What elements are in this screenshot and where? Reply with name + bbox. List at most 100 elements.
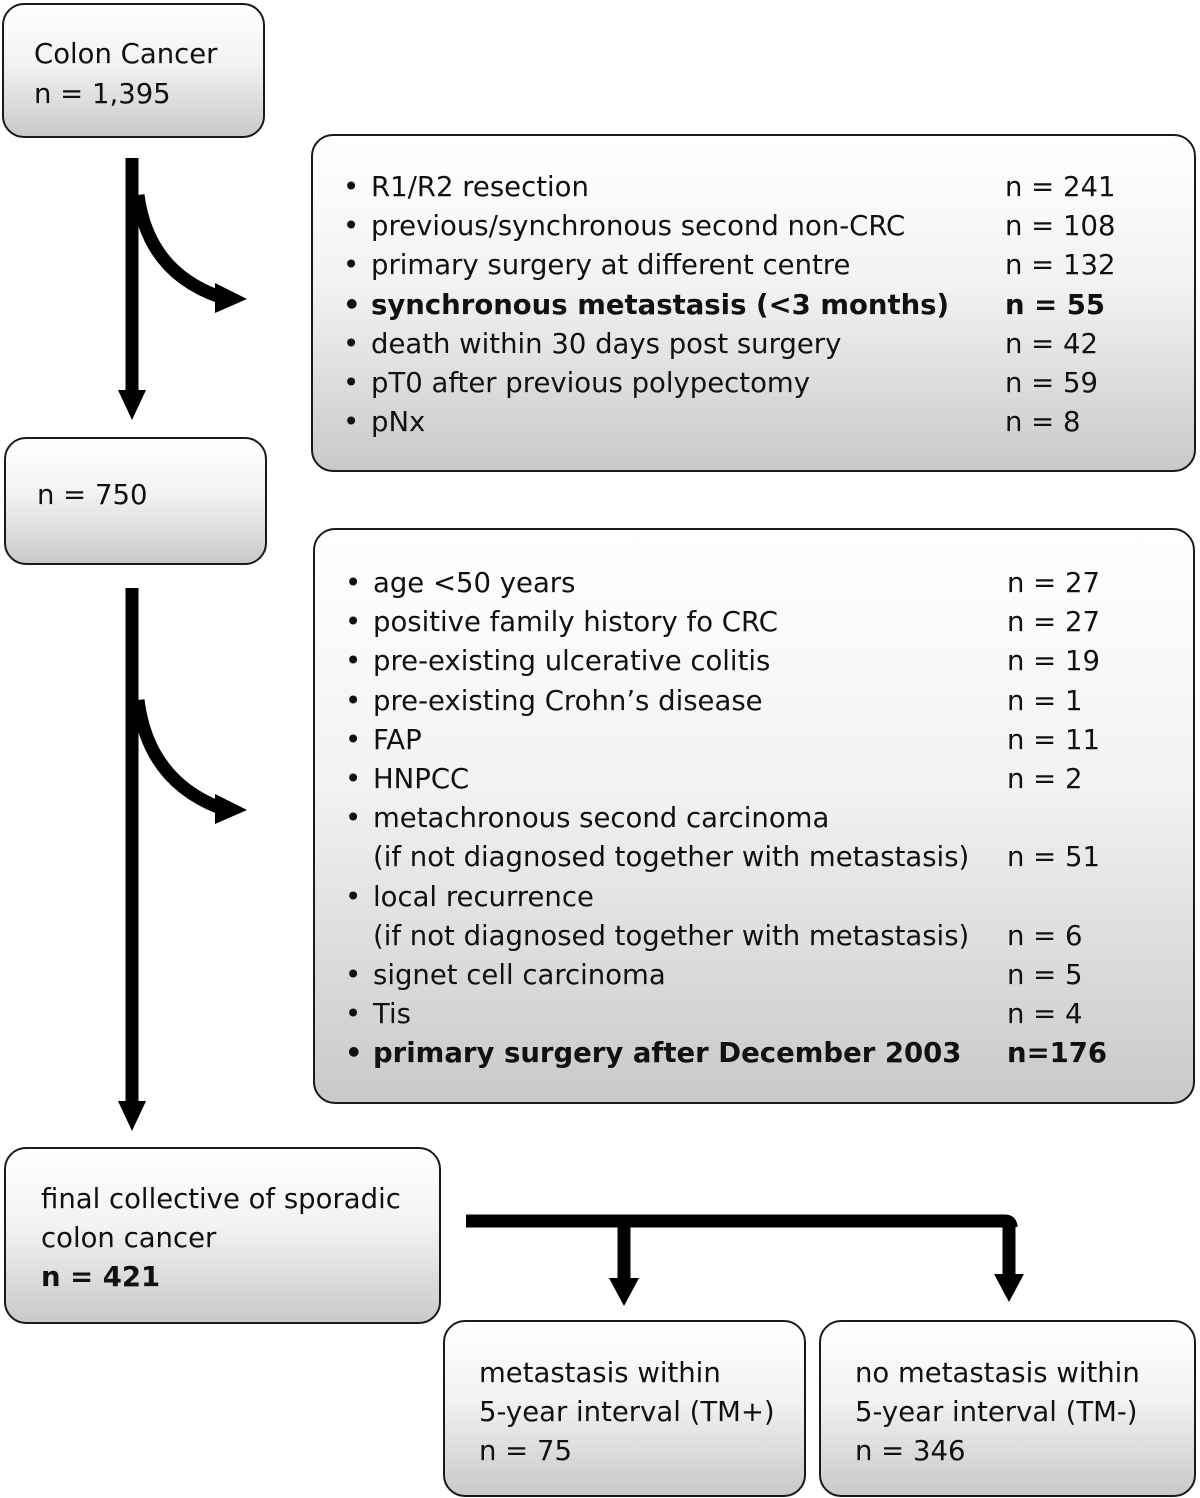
exclusion-item-label: R1/R2 resection bbox=[371, 171, 589, 203]
start-box-count: n = 1,395 bbox=[34, 78, 171, 110]
intermediate-box: n = 750 bbox=[4, 437, 267, 565]
exclusion-item: • primary surgery after December 2003 n=17… bbox=[315, 1034, 1193, 1074]
bullet-icon: • bbox=[345, 684, 362, 717]
bullet-icon: • bbox=[345, 802, 362, 835]
exclusion-item-count: n = 2 bbox=[1007, 763, 1083, 795]
tm-plus-count: n = 75 bbox=[479, 1435, 572, 1467]
exclusion-item: • positive family history fo CRC n = 27 bbox=[315, 603, 1193, 643]
exclusion-item-label: FAP bbox=[373, 723, 422, 756]
exclusion-item-label: local recurrence bbox=[373, 880, 594, 913]
exclusion-item-label: pre-existing ulcerative colitis bbox=[373, 645, 771, 678]
tm-plus-box: metastasis within 5-year interval (TM+) … bbox=[443, 1320, 806, 1497]
bullet-icon: • bbox=[345, 606, 362, 639]
final-line-2: colon cancer bbox=[41, 1222, 217, 1254]
exclusion-item-count: n = 27 bbox=[1007, 606, 1100, 639]
bullet-icon: • bbox=[345, 998, 362, 1031]
final-count: n = 421 bbox=[41, 1261, 161, 1293]
exclusion-item: • death within 30 days post surgery n = 42 bbox=[313, 325, 1194, 365]
tm-minus-line-1: no metastasis within bbox=[855, 1357, 1140, 1389]
exclusion-item-label: positive family history fo CRC bbox=[373, 606, 778, 639]
bullet-icon: • bbox=[345, 880, 362, 913]
exclusion-item-count: n = 11 bbox=[1007, 723, 1100, 756]
exclusion-branch-2 bbox=[131, 699, 223, 815]
tm-minus-count: n = 346 bbox=[855, 1435, 966, 1467]
arrowhead-tm-plus bbox=[609, 1278, 639, 1306]
arrowhead-right-1 bbox=[215, 283, 247, 313]
exclusion-item-label: death within 30 days post surgery bbox=[371, 327, 842, 360]
bullet-icon: • bbox=[343, 327, 360, 360]
exclusion-item-count: n = 55 bbox=[1005, 288, 1106, 321]
exclusion-item-label: metachronous second carcinoma bbox=[373, 802, 830, 835]
exclusion-item-count: n = 8 bbox=[1005, 406, 1081, 439]
exclusion-item-count: n = 19 bbox=[1007, 645, 1100, 678]
exclusion-item-count: n = 27 bbox=[1007, 567, 1100, 599]
exclusion-item: • Tis n = 4 bbox=[315, 995, 1193, 1035]
exclusion-item-note: (if not diagnosed together with metastas… bbox=[373, 919, 970, 952]
exclusion-item: • metachronous second carcinoma bbox=[315, 799, 1193, 839]
exclusion-item: • pre-existing Crohn’s disease n = 1 bbox=[315, 682, 1193, 722]
bullet-icon: • bbox=[345, 763, 362, 795]
arrowhead-right-2 bbox=[215, 794, 247, 824]
exclusion-item-note: (if not diagnosed together with metastas… bbox=[373, 841, 970, 874]
exclusion-item-label: age <50 years bbox=[373, 567, 576, 599]
exclusion-item: • primary surgery at different centre n = … bbox=[313, 246, 1194, 286]
arrowhead-down-1 bbox=[118, 390, 146, 420]
exclusion-item-label: pT0 after previous polypectomy bbox=[371, 367, 810, 399]
exclusion-item-subline: (if not diagnosed together with metastas… bbox=[315, 838, 1193, 878]
exclusion-item: • HNPCC n = 2 bbox=[315, 760, 1193, 800]
exclusion-item-label: HNPCC bbox=[373, 763, 470, 795]
exclusion-item-count: n = 1 bbox=[1007, 684, 1083, 717]
exclusion-item-label: Tis bbox=[373, 998, 411, 1031]
exclusion-item: • signet cell carcinoma n = 5 bbox=[315, 956, 1193, 996]
bullet-icon: • bbox=[345, 959, 362, 991]
exclusion-item-count: n = 241 bbox=[1005, 171, 1116, 203]
exclusion-item-label: primary surgery at different centre bbox=[371, 249, 851, 282]
exclusion-item-count: n=176 bbox=[1007, 1037, 1108, 1070]
exclusion-item: • pT0 after previous polypectomy n = 59 bbox=[313, 364, 1194, 404]
final-collective-box: final collective of sporadic colon cance… bbox=[4, 1147, 441, 1324]
exclusion-item-count: n = 5 bbox=[1007, 959, 1083, 991]
tm-plus-line-1: metastasis within bbox=[479, 1357, 721, 1389]
exclusion-item-label: synchronous metastasis (<3 months) bbox=[371, 288, 950, 321]
tm-minus-line-2: 5-year interval (TM-) bbox=[855, 1396, 1138, 1428]
exclusion-item-count: n = 59 bbox=[1005, 367, 1098, 399]
bullet-icon: • bbox=[343, 406, 360, 439]
tm-minus-box: no metastasis within 5-year interval (TM… bbox=[819, 1320, 1196, 1497]
intermediate-count: n = 750 bbox=[37, 479, 148, 511]
exclusion-item-count: n = 4 bbox=[1007, 998, 1083, 1031]
exclusion-item-label: pNx bbox=[371, 406, 426, 439]
exclusion-item: • FAP n = 11 bbox=[315, 721, 1193, 761]
bullet-icon: • bbox=[343, 367, 360, 399]
exclusion-item-count: n = 108 bbox=[1005, 210, 1116, 243]
bullet-icon: • bbox=[343, 249, 360, 282]
exclusion-box-2: • age <50 years n = 27 • positive family his… bbox=[313, 528, 1195, 1104]
exclusion-item-label: signet cell carcinoma bbox=[373, 959, 666, 991]
start-box-title: Colon Cancer bbox=[34, 38, 218, 70]
exclusion-item-label: previous/synchronous second non-CRC bbox=[371, 210, 906, 243]
tm-plus-line-2: 5-year interval (TM+) bbox=[479, 1396, 775, 1428]
bullet-icon: • bbox=[343, 171, 360, 203]
exclusion-item-label: pre-existing Crohn’s disease bbox=[373, 684, 763, 717]
bullet-icon: • bbox=[343, 210, 360, 243]
split-bar bbox=[466, 1214, 1018, 1228]
exclusion-item-count: n = 132 bbox=[1005, 249, 1116, 282]
arrowhead-down-2 bbox=[118, 1101, 146, 1131]
exclusion-item: • synchronous metastasis (<3 months) n = 5… bbox=[313, 286, 1194, 326]
exclusion-item-subline: (if not diagnosed together with metastas… bbox=[315, 917, 1193, 957]
exclusion-item: • pNx n = 8 bbox=[313, 403, 1194, 443]
start-box: Colon Cancer n = 1,395 bbox=[2, 3, 265, 138]
exclusion-branch-1 bbox=[131, 194, 223, 304]
bullet-icon: • bbox=[343, 288, 361, 321]
exclusion-item-count: n = 6 bbox=[1007, 919, 1083, 952]
exclusion-item-label: primary surgery after December 2003 bbox=[373, 1037, 962, 1070]
bullet-icon: • bbox=[345, 1037, 363, 1070]
arrowhead-tm-minus bbox=[994, 1274, 1024, 1302]
exclusion-item-count: n = 42 bbox=[1005, 327, 1098, 360]
exclusion-item: • previous/synchronous second non-CRC n = … bbox=[313, 207, 1194, 247]
bullet-icon: • bbox=[345, 723, 362, 756]
exclusion-item: • R1/R2 resection n = 241 bbox=[313, 168, 1194, 208]
exclusion-item-count: n = 51 bbox=[1007, 841, 1100, 874]
